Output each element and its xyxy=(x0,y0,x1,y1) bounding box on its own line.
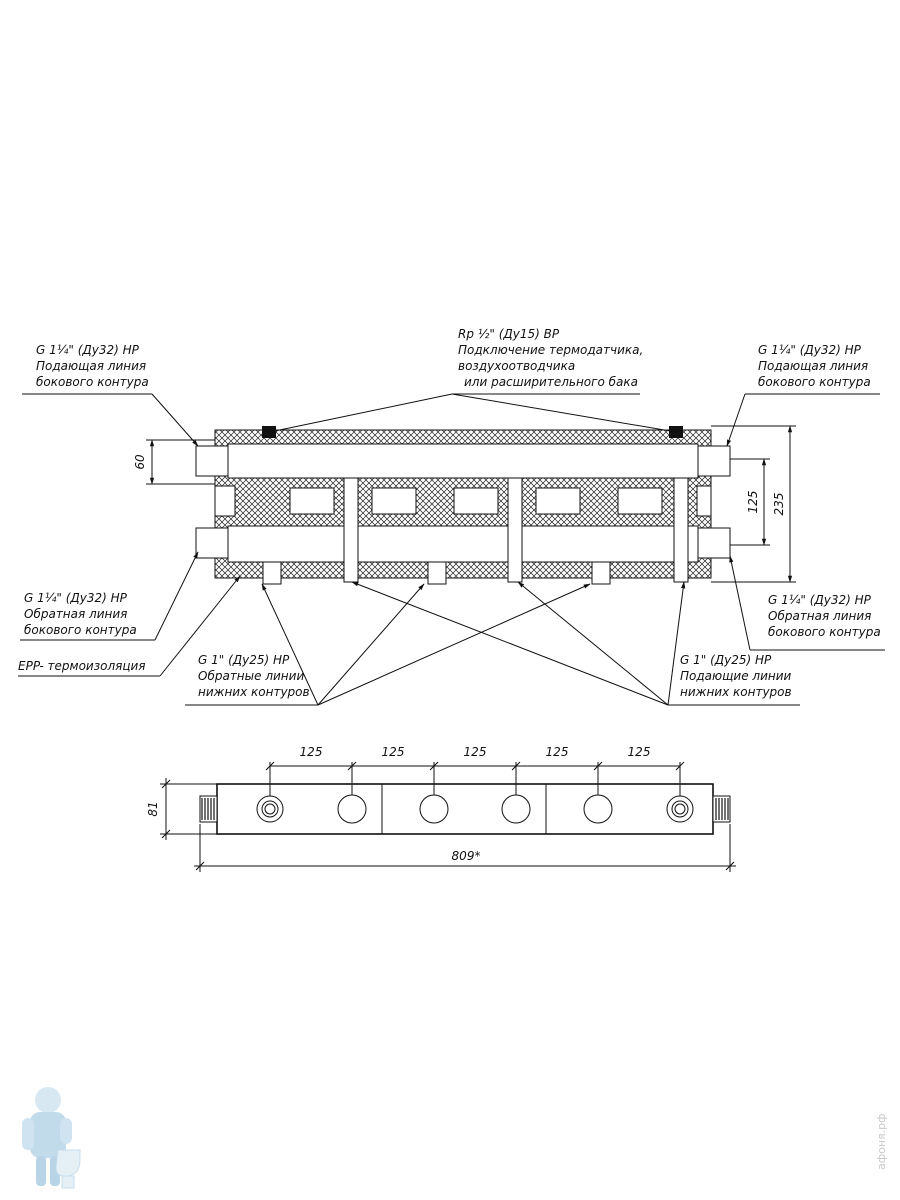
side-view xyxy=(195,426,731,585)
insulation-window-2 xyxy=(371,487,417,515)
plan-outlet-3 xyxy=(419,794,449,824)
side-thread-top-left xyxy=(195,445,229,477)
plumber-mascot-logo xyxy=(22,1087,81,1189)
top-left-line-3: бокового контура xyxy=(36,375,149,389)
side-dimensions: 60 125 235 xyxy=(133,425,796,583)
supply-lower-line-1: G 1" (Ду25) НР xyxy=(680,653,772,667)
plan-outlet-2 xyxy=(337,794,367,824)
plan-dim-5: 125 xyxy=(628,745,651,759)
bottom-right-line-3: бокового контура xyxy=(768,625,881,639)
leader-lines xyxy=(18,393,885,706)
label-top-left: G 1¼" (Ду32) НР Подающая линия бокового … xyxy=(36,343,149,389)
plan-outlet-5 xyxy=(583,794,613,824)
return-outlet-3 xyxy=(591,561,611,585)
insulation-window-3 xyxy=(453,487,499,515)
insulation-recess-right xyxy=(696,485,712,517)
top-right-line-3: бокового контура xyxy=(758,375,871,389)
bottom-right-line-2: Обратная линия xyxy=(768,609,871,623)
top-center-line-4: или расширительного бака xyxy=(464,375,638,389)
lower-header-pipe xyxy=(227,525,699,563)
insulation-window-1 xyxy=(289,487,335,515)
top-center-line-1: Rp ½" (Ду15) ВР xyxy=(458,327,560,341)
bottom-left-line-3: бокового контура xyxy=(24,623,137,637)
plan-dim-809: 809* xyxy=(452,849,481,863)
supply-lower-line-2: Подающие линии xyxy=(680,669,792,683)
side-thread-bottom-left xyxy=(195,527,229,559)
bottom-right-line-1: G 1¼" (Ду32) НР xyxy=(768,593,872,607)
insulation-recess-left xyxy=(214,485,236,517)
bottom-left-line-2: Обратная линия xyxy=(24,607,127,621)
plan-dim-81: 81 xyxy=(146,801,160,816)
plan-outlet-4 xyxy=(501,794,531,824)
plan-dim-3: 125 xyxy=(464,745,487,759)
top-left-line-2: Подающая линия xyxy=(36,359,146,373)
return-lower-line-2: Обратные линии xyxy=(198,669,304,683)
bottom-left-line-1: G 1¼" (Ду32) НР xyxy=(24,591,128,605)
return-outlet-2 xyxy=(427,561,447,585)
return-outlet-1 xyxy=(262,561,282,585)
label-bottom-left: G 1¼" (Ду32) НР Обратная линия бокового … xyxy=(24,591,137,637)
insulation-window-5 xyxy=(617,487,663,515)
watermark-text: афоня.рф xyxy=(875,1113,888,1170)
plan-dim-1: 125 xyxy=(300,745,323,759)
upper-header-pipe xyxy=(227,443,699,479)
top-center-line-3: воздухоотводчика xyxy=(458,359,575,373)
side-thread-bottom-right xyxy=(697,527,731,559)
top-center-line-2: Подключение термодатчика, xyxy=(458,343,643,357)
vertical-pipe-3 xyxy=(673,477,689,583)
label-return-lower: G 1" (Ду25) НР Обратные линии нижних кон… xyxy=(198,653,310,699)
dim-125-vertical: 125 xyxy=(746,491,760,514)
label-bottom-right: G 1¼" (Ду32) НР Обратная линия бокового … xyxy=(768,593,881,639)
plan-view xyxy=(199,783,731,835)
return-lower-line-3: нижних контуров xyxy=(198,685,310,699)
label-top-right: G 1¼" (Ду32) НР Подающая линия бокового … xyxy=(758,343,871,389)
insulation-label: EPP- термоизоляция xyxy=(18,659,146,673)
vertical-pipe-1 xyxy=(343,477,359,583)
label-supply-lower: G 1" (Ду25) НР Подающие линии нижних кон… xyxy=(680,653,792,699)
plan-dimensions: 125 125 125 125 125 81 809* xyxy=(146,745,736,872)
return-lower-line-1: G 1" (Ду25) НР xyxy=(198,653,290,667)
plan-dim-4: 125 xyxy=(546,745,569,759)
plan-body xyxy=(216,783,714,835)
sensor-socket-left xyxy=(262,426,276,438)
plan-dim-2: 125 xyxy=(382,745,405,759)
insulation-window-4 xyxy=(535,487,581,515)
supply-lower-line-3: нижних контуров xyxy=(680,685,792,699)
top-left-line-1: G 1¼" (Ду32) НР xyxy=(36,343,140,357)
top-right-line-1: G 1¼" (Ду32) НР xyxy=(758,343,862,357)
dim-235: 235 xyxy=(772,493,786,516)
top-right-line-2: Подающая линия xyxy=(758,359,868,373)
side-thread-top-right xyxy=(697,445,731,477)
vertical-pipe-2 xyxy=(507,477,523,583)
dim-60: 60 xyxy=(133,454,147,470)
label-top-center: Rp ½" (Ду15) ВР Подключение термодатчика… xyxy=(458,327,643,389)
